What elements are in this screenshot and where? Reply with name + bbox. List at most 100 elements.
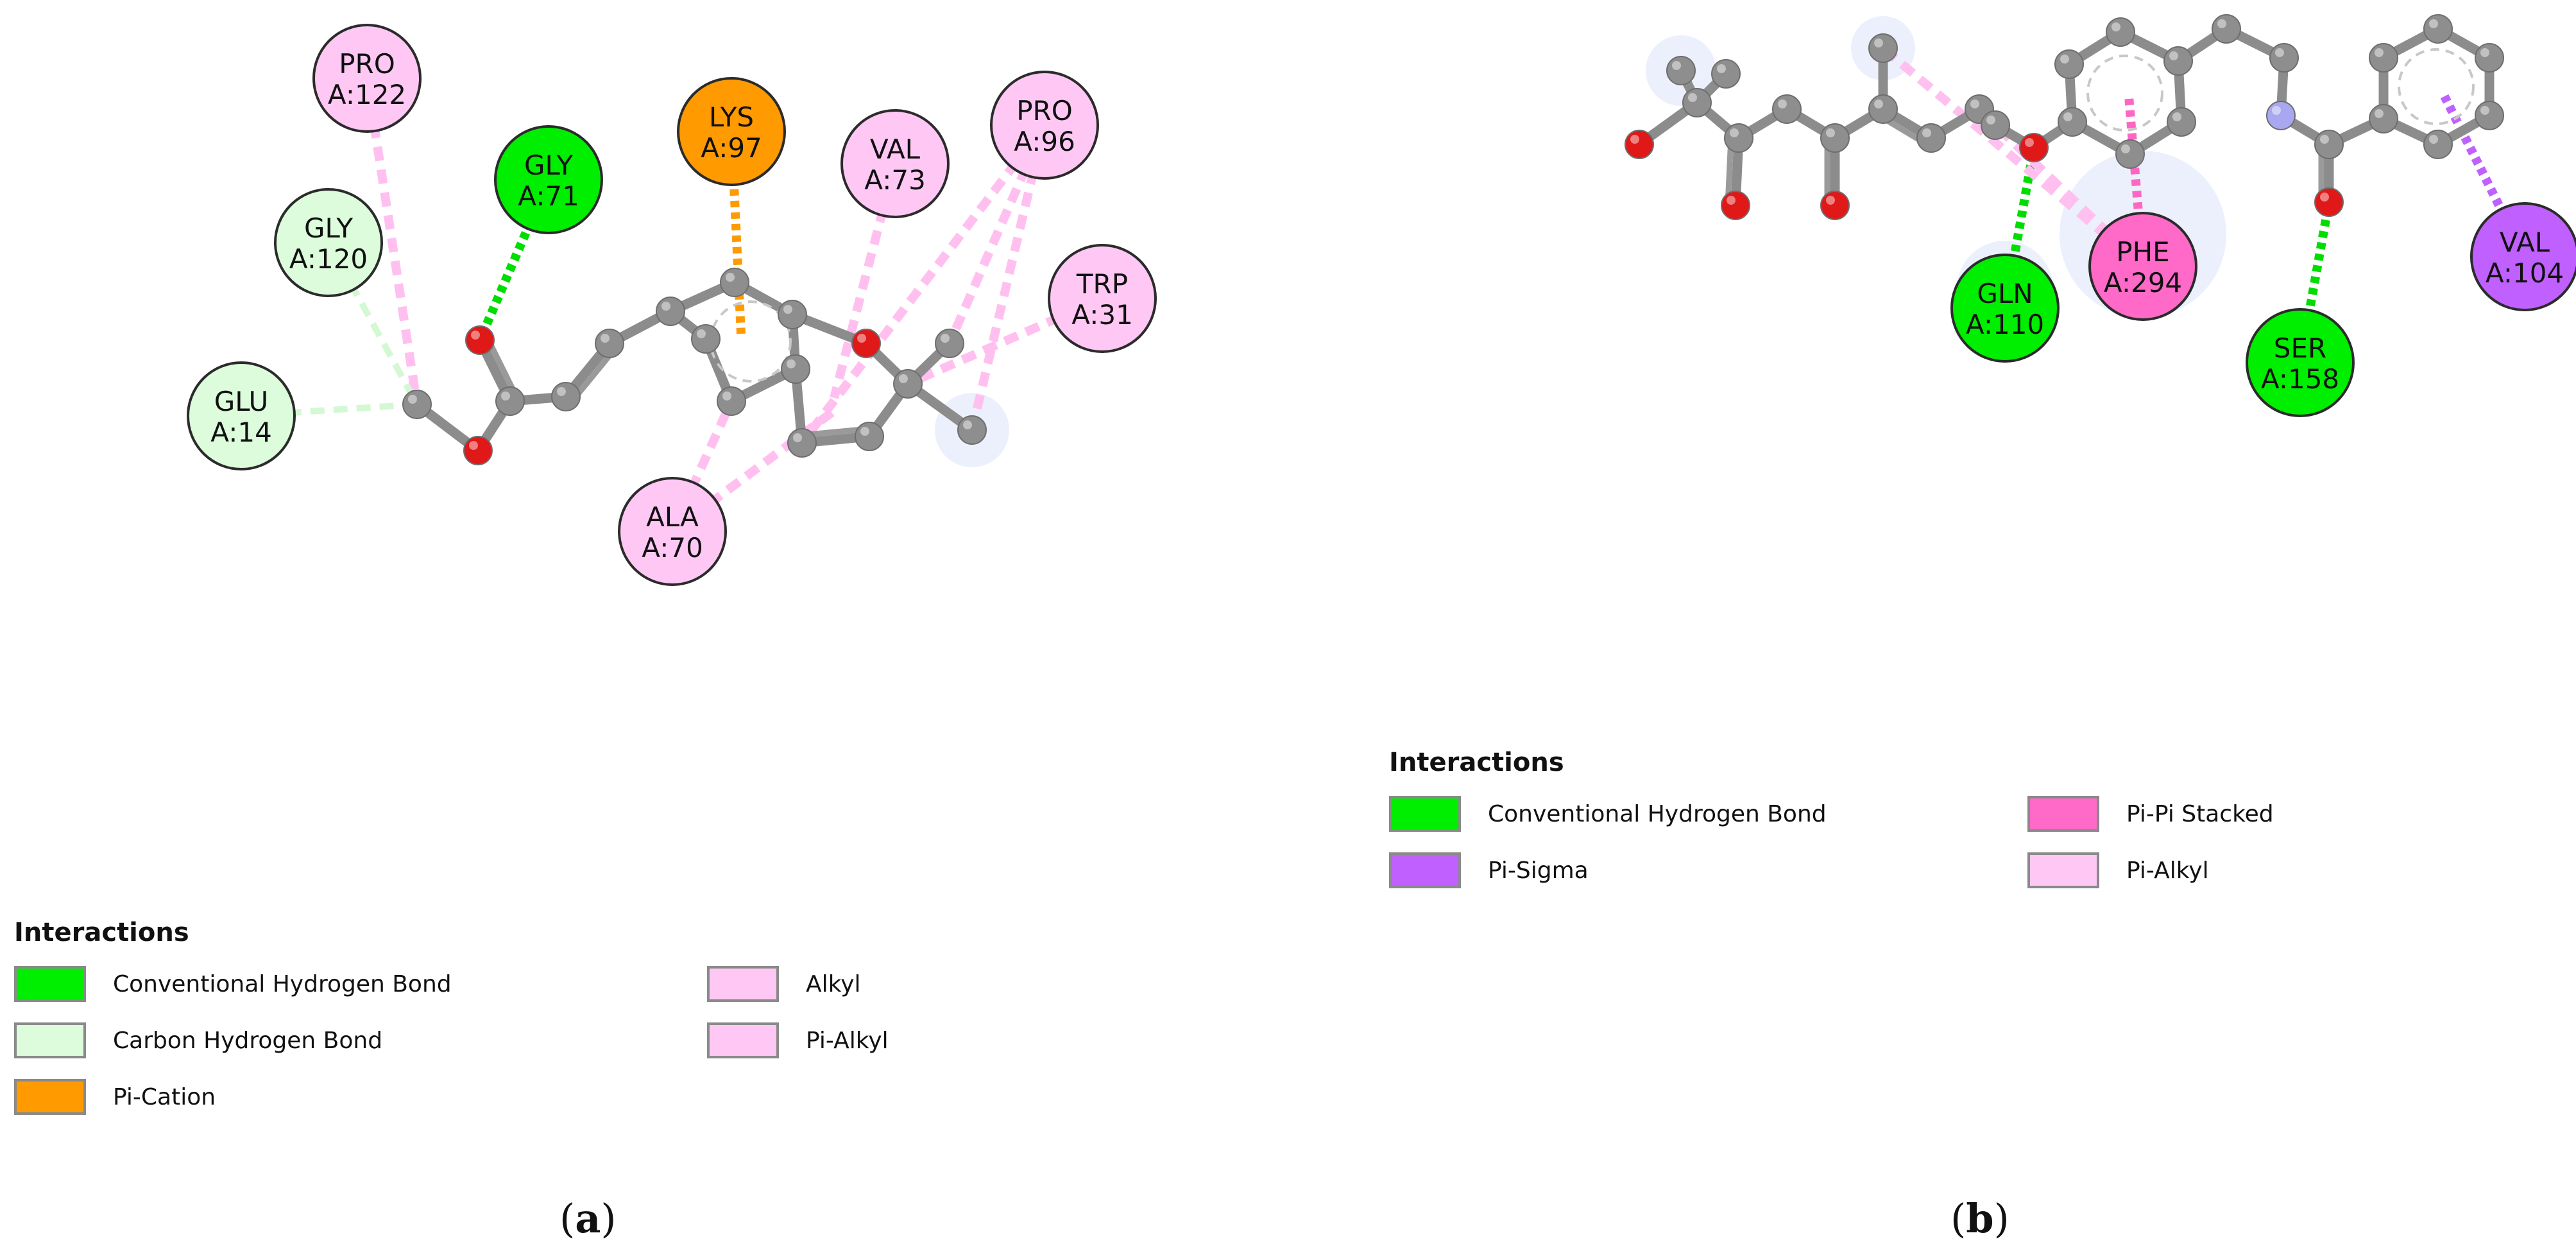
- residue-a-lys97-id: A:97: [701, 132, 762, 164]
- legend-b-item-pi-sigma: Pi-Sigma: [1389, 850, 2027, 890]
- legend-a-label-carbon-hydrogen-bond: Carbon Hydrogen Bond: [113, 1027, 383, 1054]
- atom-a-c3-highlight: [601, 334, 610, 343]
- atom-a-r3-highlight: [783, 305, 792, 314]
- atom-a-r5: [717, 386, 746, 416]
- atom-b-p3-highlight: [2111, 22, 2120, 31]
- residue-a-trp31-id: A:31: [1071, 299, 1133, 331]
- legend-a-item-pi-alkyl: Pi-Alkyl: [707, 1021, 1066, 1060]
- atom-a-cm2: [957, 415, 987, 445]
- atom-b-p4-highlight: [2169, 51, 2178, 60]
- atom-a-c3: [595, 329, 624, 358]
- residue-a-pro96-name: PRO: [1016, 95, 1073, 126]
- atom-b-ok1: [1721, 191, 1750, 220]
- atom-b-c3: [1772, 94, 1802, 124]
- atom-b-p2: [2054, 49, 2084, 79]
- atom-b-q3-highlight: [2429, 19, 2438, 28]
- legend-b-item-conventional-hydrogen-bond: Conventional Hydrogen Bond: [1389, 794, 2027, 834]
- atom-b-c6-highlight: [1922, 128, 1931, 137]
- atom-a-r6-highlight: [697, 329, 706, 338]
- caption-b-letter: b: [1966, 1195, 1994, 1242]
- atom-a-r5-highlight: [722, 392, 731, 401]
- atom-b-q5-highlight: [2480, 106, 2489, 115]
- atom-b-q3: [2423, 14, 2453, 44]
- atom-b-oc: [2314, 187, 2344, 217]
- interaction-a-val73: [830, 162, 900, 399]
- atom-a-cq-highlight: [899, 374, 908, 383]
- residue-a-pro96-circle: [990, 71, 1099, 180]
- atom-b-p3: [2106, 17, 2135, 47]
- atom-b-q4-highlight: [2480, 48, 2489, 57]
- atom-b-oh: [1625, 130, 1654, 159]
- atom-b-ma: [1666, 56, 1696, 85]
- residue-a-trp31-circle: [1048, 244, 1157, 353]
- atom-b-qc-highlight: [1688, 93, 1697, 102]
- residue-a-pro122-name: PRO: [339, 48, 395, 80]
- atom-a-od-highlight: [471, 331, 480, 340]
- residue-a-val73-name: VAL: [870, 134, 921, 165]
- atom-a-r3: [778, 300, 807, 329]
- residue-b-gln110-id: A:110: [1966, 309, 2044, 340]
- legend-a-label-pi-alkyl: Pi-Alkyl: [806, 1027, 889, 1054]
- atom-b-oc-highlight: [2320, 193, 2329, 202]
- interaction-a-pro96-3: [798, 122, 1048, 446]
- residue-b-val104-circle: [2470, 202, 2576, 311]
- atom-b-ch2: [2269, 43, 2299, 73]
- atom-b-ok1-highlight: [1727, 196, 1736, 205]
- atom-b-q2: [2369, 43, 2398, 73]
- atom-b-p6-highlight: [2121, 144, 2130, 153]
- atom-b-c5-highlight: [1874, 99, 1883, 108]
- atom-a-c10-highlight: [793, 433, 802, 442]
- residue-a-glu14-name: GLU: [214, 386, 269, 417]
- atom-b-c8-highlight: [1986, 116, 1995, 125]
- atom-b-k1-highlight: [1730, 128, 1739, 137]
- atom-b-ok2-highlight: [1826, 196, 1835, 205]
- residue-a-glu14-circle: [187, 361, 296, 470]
- halo-layer: [935, 16, 2226, 467]
- atom-b-q6: [2423, 130, 2453, 159]
- atom-a-r1: [656, 297, 685, 326]
- caption-b: (b): [1950, 1195, 2009, 1242]
- atom-b-oh-highlight: [1630, 135, 1639, 144]
- atom-a-c2-highlight: [557, 387, 566, 396]
- residue-a-gly120-id: A:120: [289, 243, 368, 275]
- residue-a-pro96-id: A:96: [1014, 126, 1075, 157]
- atom-b-qc: [1682, 88, 1712, 117]
- legend-b-swatch-pi-alkyl: [2027, 852, 2099, 888]
- atom-b-q1-highlight: [2375, 109, 2384, 118]
- legend-b-swatch-conventional-hydrogen-bond: [1389, 796, 1461, 832]
- atom-b-q4: [2475, 43, 2504, 73]
- atom-b-p5-highlight: [2172, 112, 2181, 121]
- legend-a-title: Interactions: [14, 918, 189, 947]
- atom-a-c1-highlight: [501, 392, 510, 401]
- atom-a-r4-highlight: [787, 359, 796, 368]
- residue-a-ala70-circle: [618, 477, 727, 586]
- atom-b-p1-highlight: [2063, 112, 2072, 121]
- atom-a-od: [465, 325, 495, 355]
- legend-b: Interactions Conventional Hydrogen Bond …: [1389, 748, 2387, 890]
- residue-a-gly120-circle: [274, 188, 383, 297]
- residue-b-phe294-name: PHE: [2116, 236, 2169, 268]
- atom-b-mb-highlight: [1717, 64, 1726, 73]
- atom-b-c7-highlight: [1970, 99, 1979, 108]
- legend-b-item-pi-pi-stacked: Pi-Pi Stacked: [2027, 794, 2387, 834]
- interaction-a-pro122: [363, 77, 422, 406]
- atom-b-p6: [2115, 139, 2145, 169]
- atom-b-c3-highlight: [1778, 99, 1787, 108]
- residue-a-gly120-name: GLY: [304, 212, 353, 244]
- residue-a-pro122-circle: [312, 24, 422, 133]
- atom-b-p4: [2163, 46, 2193, 76]
- interaction-a-pro96-1: [945, 123, 1049, 345]
- legend-b-swatch-pi-pi-stacked: [2027, 796, 2099, 832]
- residue-a-trp31-name: TRP: [1076, 268, 1128, 300]
- atom-b-c8: [1981, 110, 2010, 140]
- residue-a-pro122-id: A:122: [328, 79, 406, 110]
- atom-a-c2: [551, 382, 581, 411]
- atom-b-eo-highlight: [2025, 138, 2034, 147]
- legend-a-item-carbon-hydrogen-bond: Carbon Hydrogen Bond: [14, 1021, 707, 1060]
